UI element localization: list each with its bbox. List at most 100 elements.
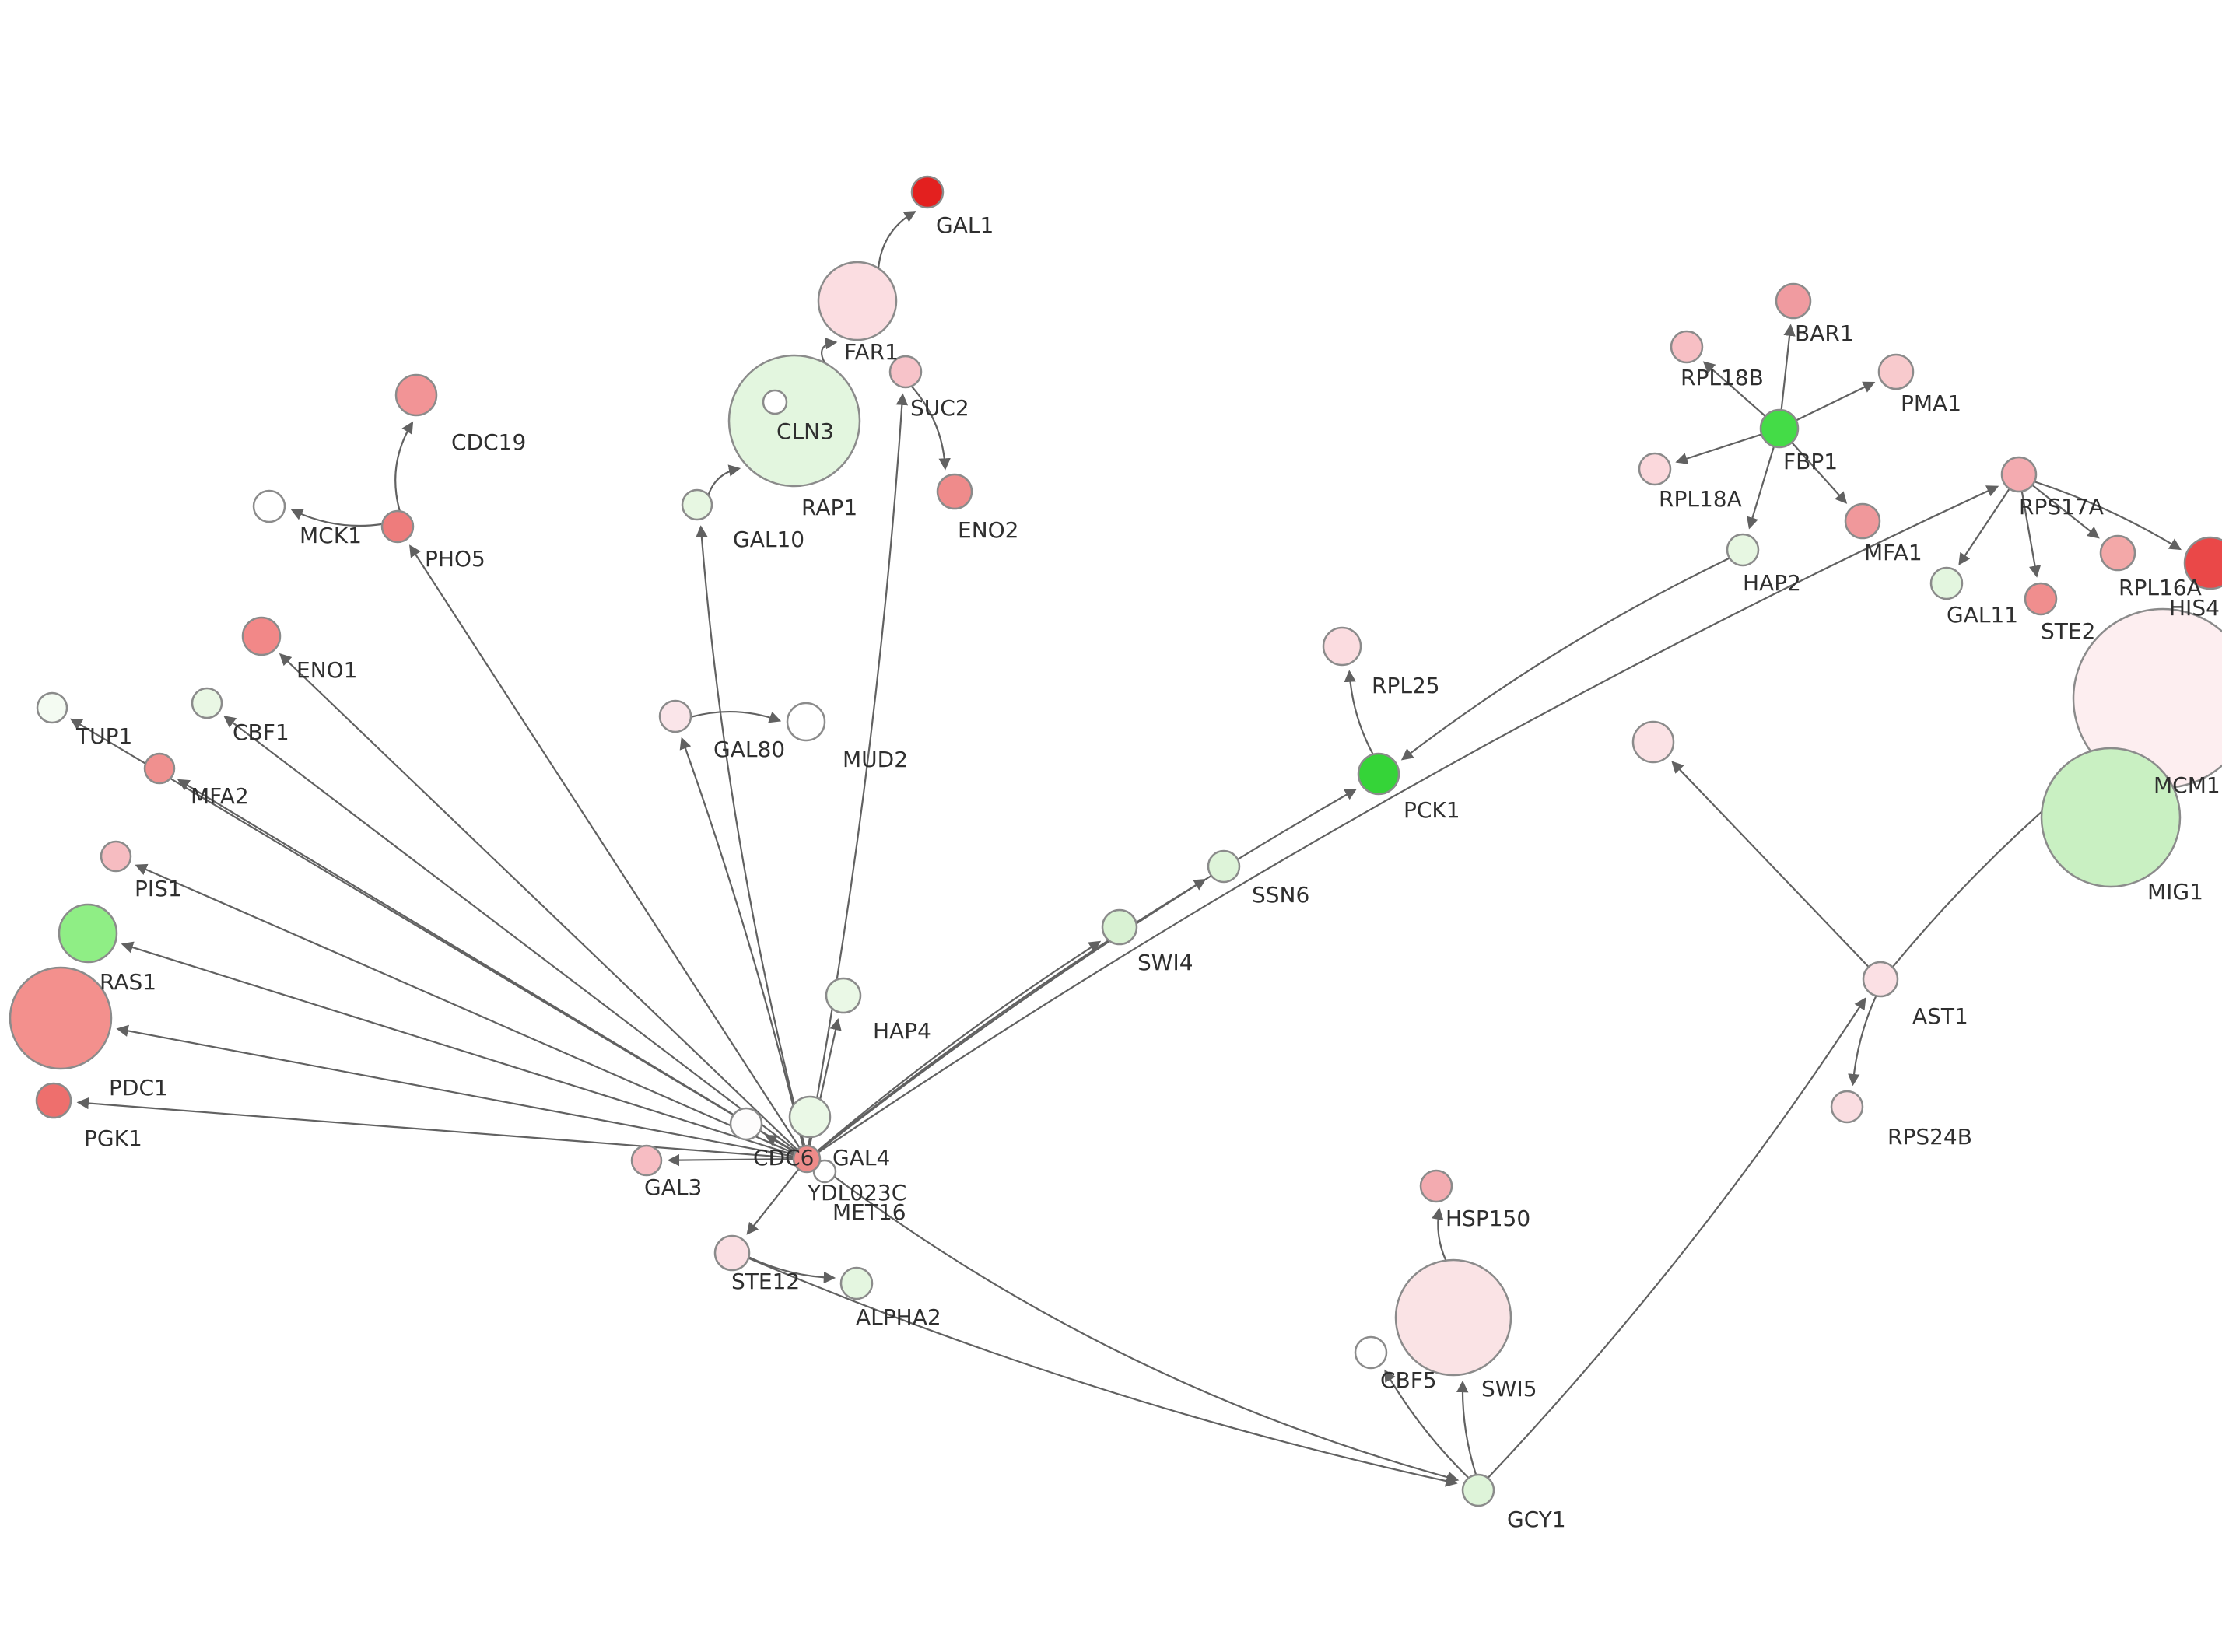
node-ste12[interactable] (713, 1234, 751, 1272)
node-gal10[interactable] (681, 488, 713, 521)
node-pgk1[interactable] (35, 1082, 72, 1119)
label-met16: MET16 (832, 1199, 906, 1225)
node-his4[interactable] (2183, 536, 2222, 590)
label-rpl18b: RPL18B (1681, 365, 1764, 390)
node-gal4[interactable] (792, 1144, 822, 1174)
node-cdc19[interactable] (394, 373, 438, 417)
label-cdc6: CDC6 (753, 1145, 814, 1171)
node-suc2[interactable] (888, 355, 923, 389)
label-suc2: SUC2 (910, 395, 969, 421)
label-pma1: PMA1 (1901, 390, 1961, 416)
label-rps17a: RPS17A (2019, 494, 2104, 520)
node-ssn6[interactable] (1207, 849, 1241, 884)
node-eno1[interactable] (241, 616, 282, 656)
node-gal11[interactable] (1929, 566, 1964, 600)
node-rpl25[interactable] (1322, 626, 1362, 667)
edge-fbp1-mfa1 (1791, 442, 1848, 504)
label-gal11: GAL11 (1947, 602, 2018, 628)
node-ast1[interactable] (1862, 961, 1899, 998)
edge-ste12-alpha2 (748, 1256, 836, 1284)
edge-gal4-eno1 (279, 653, 798, 1151)
edge-gcy1-ast1 (1487, 997, 1866, 1479)
node-hap4[interactable] (825, 977, 862, 1014)
node-mfa1[interactable] (1844, 502, 1881, 540)
node-swi4[interactable] (1101, 908, 1138, 946)
edge-rps17a-his4 (2034, 481, 2182, 551)
node-pck1[interactable] (1357, 752, 1400, 796)
edge-fbp1-bar1 (1780, 324, 1796, 411)
node-pdc1[interactable] (9, 966, 113, 1070)
node-fbp1[interactable] (1759, 408, 1800, 449)
edge-gal4-pdc1 (116, 1024, 794, 1157)
label-far1: FAR1 (844, 339, 899, 365)
label-gal10: GAL10 (733, 527, 804, 552)
node-alpha2[interactable] (839, 1266, 874, 1300)
label-alpha2: ALPHA2 (856, 1304, 941, 1330)
node-cdc6[interactable] (729, 1107, 763, 1141)
node-hap2[interactable] (1726, 533, 1760, 567)
label-ras1: RAS1 (100, 969, 156, 995)
node-eno2[interactable] (936, 473, 973, 510)
node-bar1[interactable] (1775, 282, 1812, 320)
node-far1[interactable] (817, 261, 898, 341)
edge-far1-gal1 (877, 211, 916, 269)
node-gal3[interactable] (630, 1144, 663, 1177)
label-cbf5: CBF5 (1380, 1367, 1437, 1393)
label-ste12: STE12 (731, 1269, 800, 1294)
node-node_u[interactable] (1631, 720, 1675, 764)
label-gcy1: GCY1 (1507, 1507, 1566, 1532)
node-ras1[interactable] (58, 903, 118, 964)
node-rap1[interactable] (762, 389, 788, 415)
label-rpl18a: RPL18A (1659, 486, 1742, 512)
node-mig1[interactable] (2040, 747, 2182, 888)
node-met16[interactable] (812, 1159, 837, 1184)
label-tup1: TUP1 (75, 723, 132, 749)
edge-fbp1-hap2 (1747, 446, 1775, 530)
label-cbf1: CBF1 (233, 719, 289, 745)
node-rpl18b[interactable] (1670, 330, 1704, 364)
edge-ast1-node_u (1671, 761, 1870, 968)
node-hsp150[interactable] (1419, 1169, 1453, 1203)
node-pis1[interactable] (100, 840, 132, 873)
node-mud2[interactable] (786, 702, 826, 742)
node-rpl16a[interactable] (2099, 534, 2136, 572)
label-rps24b: RPS24B (1887, 1124, 1972, 1150)
node-tup1[interactable] (36, 691, 68, 724)
label-gal1: GAL1 (936, 212, 994, 238)
label-pho5: PHO5 (425, 546, 485, 572)
edge-gal4-mfa2 (177, 779, 797, 1153)
node-pma1[interactable] (1877, 353, 1915, 390)
edge-gal4-ste12 (746, 1168, 800, 1235)
edge-gal4-pis1 (135, 863, 795, 1155)
label-cln3: CLN3 (776, 418, 834, 444)
label-pis1: PIS1 (135, 876, 182, 901)
node-rps24b[interactable] (1830, 1090, 1864, 1124)
label-cdc19: CDC19 (451, 429, 526, 455)
edge-gal4-gal80 (679, 737, 804, 1146)
node-cbf5[interactable] (1354, 1335, 1388, 1370)
node-gal80[interactable] (658, 699, 692, 733)
node-swi5[interactable] (1394, 1258, 1512, 1377)
node-rps17a[interactable] (2000, 456, 2038, 493)
label-gal4: GAL4 (832, 1145, 890, 1171)
label-mfa2: MFA2 (191, 783, 249, 809)
edge-rps17a-rpl16a (2031, 484, 2100, 539)
node-mck1[interactable] (252, 489, 286, 523)
node-rpl18a[interactable] (1638, 452, 1672, 486)
edge-gcy1-swi5 (1456, 1380, 1477, 1475)
node-gcy1[interactable] (1461, 1473, 1495, 1507)
node-ste2[interactable] (2024, 582, 2058, 616)
node-cbf1[interactable] (191, 687, 223, 719)
label-rpl25: RPL25 (1372, 673, 1440, 698)
label-eno2: ENO2 (958, 517, 1019, 543)
node-mfa2[interactable] (143, 752, 176, 785)
label-his4: HIS4 (2169, 595, 2220, 621)
node-cln3[interactable] (727, 354, 861, 488)
edge-gal4-ssn6 (817, 879, 1207, 1153)
edge-rps17a-ste2 (2020, 491, 2042, 578)
node-ydl023c[interactable] (788, 1095, 832, 1139)
node-gal1[interactable] (910, 175, 945, 209)
node-pho5[interactable] (380, 509, 415, 544)
label-rap1: RAP1 (801, 495, 857, 520)
